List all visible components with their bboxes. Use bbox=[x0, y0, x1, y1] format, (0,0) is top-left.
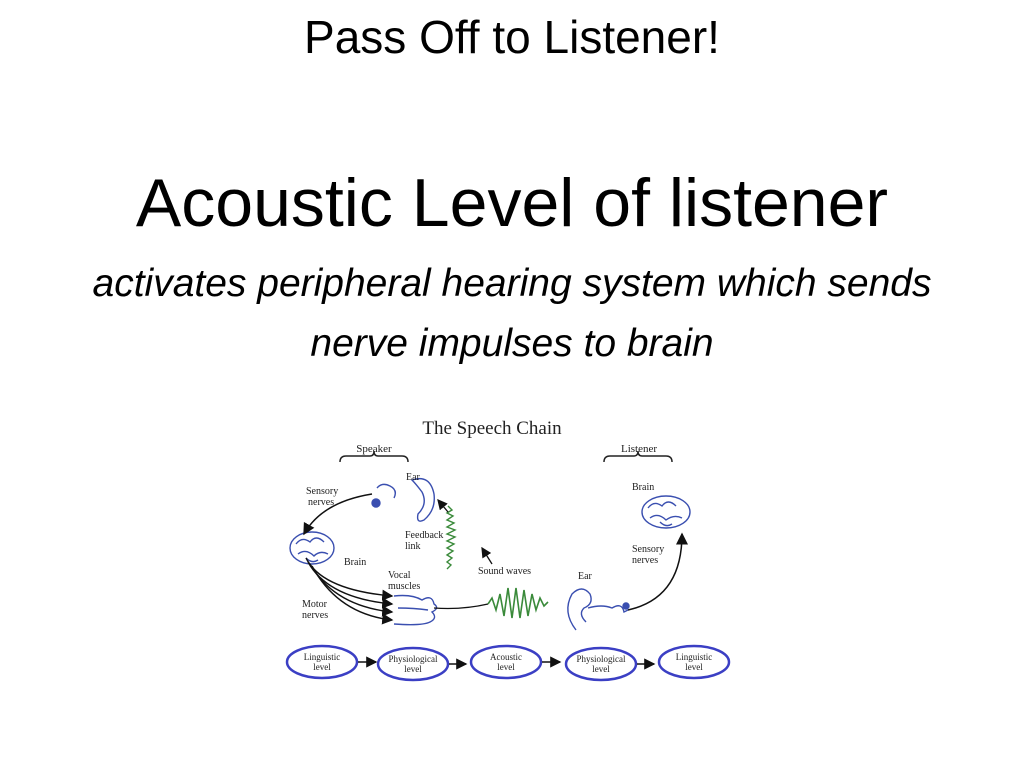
slide-heading: Acoustic Level of listener bbox=[135, 165, 889, 241]
level-5: Linguistic level bbox=[657, 644, 731, 680]
level-1: Linguistic level bbox=[285, 644, 359, 680]
svg-text:level: level bbox=[313, 662, 331, 672]
svg-text:Physiological: Physiological bbox=[577, 654, 626, 664]
svg-text:level: level bbox=[685, 662, 703, 672]
diagram-title: The Speech Chain bbox=[422, 418, 562, 439]
level-3: Acoustic level bbox=[469, 644, 543, 680]
svg-text:level: level bbox=[497, 662, 515, 672]
listener-label: Listener bbox=[621, 443, 657, 455]
listener-sensory-label-2: nerves bbox=[632, 555, 658, 566]
level-4: Physiological level bbox=[564, 646, 638, 682]
speaker-loop-line bbox=[433, 603, 489, 610]
speaker-sensory-label-2: nerves bbox=[308, 497, 334, 508]
speaker-label: Speaker bbox=[356, 443, 392, 455]
listener-ear-label: Ear bbox=[578, 571, 593, 582]
motor-nerve-arrows bbox=[305, 557, 394, 625]
speech-chain-diagram: The Speech Chain Speaker Listener Brain … bbox=[285, 418, 731, 682]
svg-text:level: level bbox=[592, 664, 610, 674]
feedback-label-2: link bbox=[405, 541, 421, 552]
slide-title: Pass Off to Listener! bbox=[304, 11, 720, 63]
speaker-brain-label: Brain bbox=[344, 557, 366, 568]
vocal-tract-icon bbox=[393, 594, 438, 626]
vocal-label-2: muscles bbox=[388, 581, 420, 592]
svg-text:Linguistic: Linguistic bbox=[676, 652, 713, 662]
listener-brain-icon bbox=[641, 495, 691, 529]
svg-text:level: level bbox=[404, 664, 422, 674]
svg-text:Acoustic: Acoustic bbox=[490, 652, 522, 662]
vocal-label-1: Vocal bbox=[388, 570, 411, 581]
svg-text:Linguistic: Linguistic bbox=[304, 652, 341, 662]
motor-label-2: nerves bbox=[302, 610, 328, 621]
motor-label-1: Motor bbox=[302, 599, 328, 610]
speaker-brain-icon bbox=[289, 531, 335, 565]
sound-waves-arrow bbox=[481, 546, 493, 565]
speaker-sensory-arrow bbox=[303, 493, 373, 536]
sound-wave bbox=[487, 587, 549, 619]
level-chain: Linguistic level Physiological level Aco… bbox=[285, 644, 731, 682]
listener-ear-icon bbox=[567, 588, 630, 631]
speaker-ear-label: Ear bbox=[406, 472, 421, 483]
listener-sensory-label-1: Sensory bbox=[632, 544, 664, 555]
listener-brain-label: Brain bbox=[632, 482, 654, 493]
feedback-wave bbox=[445, 505, 457, 570]
listener-brace bbox=[603, 450, 673, 463]
speaker-brace bbox=[339, 450, 409, 463]
speaker-sensory-label-1: Sensory bbox=[306, 486, 338, 497]
feedback-label-1: Feedback bbox=[405, 530, 443, 541]
listener-sensory-arrow bbox=[627, 532, 688, 611]
slide-subtitle: activates peripheral hearing system whic… bbox=[92, 262, 932, 365]
svg-text:Physiological: Physiological bbox=[389, 654, 438, 664]
feedback-arrow bbox=[437, 499, 449, 513]
level-2: Physiological level bbox=[376, 646, 450, 682]
speaker-ear-icon bbox=[371, 477, 435, 522]
sound-waves-label: Sound waves bbox=[478, 566, 531, 577]
